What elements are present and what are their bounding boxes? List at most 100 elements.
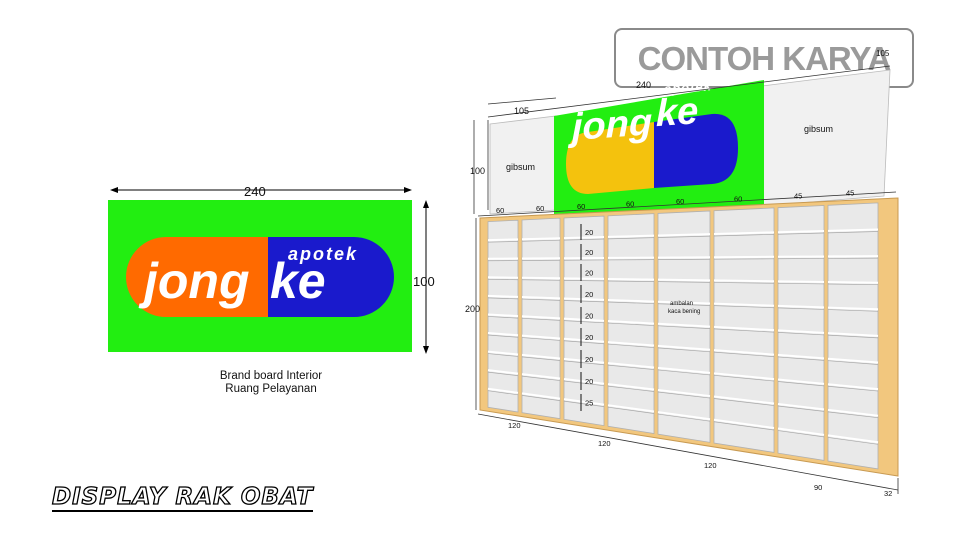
rack-shelf — [657, 411, 711, 421]
rack-shelf-edge — [657, 369, 711, 376]
rack-shelf — [713, 395, 775, 405]
rack-shelf — [657, 300, 711, 305]
rack-shelf-edge — [563, 238, 605, 241]
logo-word-right: ke — [270, 253, 326, 309]
shelf-spacing-label: 20 — [585, 269, 593, 278]
rack-shelf — [607, 341, 655, 347]
column-width-label: 60 — [496, 206, 504, 215]
shelf-spacing-label: 20 — [585, 312, 593, 321]
rack-shelf — [827, 383, 879, 391]
rack-shelf-edge — [563, 380, 605, 387]
rack-shelf — [487, 369, 519, 375]
rack-shelf — [713, 325, 775, 332]
rack-shelf — [563, 337, 605, 343]
rack-shelf-edge — [777, 232, 825, 235]
rack-shelf-edge — [521, 298, 561, 301]
rack-shelf-edge — [827, 411, 879, 419]
sign-logo-word-left: jong — [567, 101, 652, 149]
brand-board: jong ke apotek — [108, 200, 412, 352]
rack-shelf — [521, 392, 561, 400]
shelf-spacing-label: 20 — [585, 333, 593, 342]
rack-shelf-edge — [713, 398, 775, 406]
note-line-1: ambalan — [670, 301, 693, 307]
rack-shelf — [777, 427, 825, 436]
rack-shelf-edge — [521, 279, 561, 281]
rack-shelf — [713, 279, 775, 283]
rack-shelf — [777, 329, 825, 334]
note-line-2: kaca bening — [668, 309, 700, 315]
column-width-label: 60 — [626, 200, 634, 209]
rack-shelf — [521, 334, 561, 340]
rack-shelf — [563, 236, 605, 240]
rack-shelf-edge — [563, 340, 605, 345]
rack-shelf-edge — [487, 353, 519, 357]
rack-shelf — [657, 322, 711, 328]
rack-shelf-edge — [713, 305, 775, 309]
shelf-spacing-label: 20 — [585, 248, 593, 257]
rack-shelf — [827, 434, 879, 444]
rack-column-5 — [657, 210, 711, 443]
dim-top-240: 240 — [636, 80, 651, 90]
rack-shelf-edge — [521, 375, 561, 381]
rack-shelf — [563, 357, 605, 364]
rack-shelf-edge — [657, 325, 711, 329]
dim-left-100: 100 — [470, 166, 485, 176]
rack-shelf — [607, 383, 655, 391]
bottom-dimension-label: 120 — [704, 461, 717, 470]
sign-logo-word-right: ke — [656, 90, 698, 135]
board-width-label: 240 — [244, 184, 266, 199]
rack-shelf-edge — [521, 395, 561, 401]
footer-title: DISPLAY RAK OBAT — [51, 483, 314, 512]
rack-shelf-edge — [657, 235, 711, 238]
rack-shelf — [827, 228, 879, 232]
rack-shelf-edge — [777, 332, 825, 336]
rack-shelf — [777, 403, 825, 411]
rack-shelf-edge — [487, 371, 519, 376]
board-caption: Brand board Interior Ruang Pelayanan — [196, 370, 346, 396]
rack-shelf — [487, 332, 519, 337]
rack-shelf — [827, 408, 879, 417]
rack-shelf-edge — [713, 328, 775, 333]
gibsum-panel-right — [761, 69, 891, 207]
rack-shelf-edge — [657, 391, 711, 399]
rack-shelf-edge — [777, 282, 825, 285]
rack-shelf — [657, 366, 711, 374]
column-width-label: 60 — [577, 202, 585, 211]
rack-shelf-edge — [777, 307, 825, 310]
rack-shelf-edge — [487, 334, 519, 338]
sign-logo-small: apotek — [664, 78, 712, 96]
bottom-dimension-label: 120 — [598, 439, 611, 448]
column-width-label: 45 — [846, 189, 854, 198]
rack-shelf-edge — [713, 374, 775, 382]
rack-column-4 — [607, 213, 655, 434]
rack-shelf-edge — [827, 437, 879, 445]
rack-shelf — [521, 315, 561, 320]
rack-shelf — [777, 229, 825, 234]
rack-shelf-edge — [713, 233, 775, 237]
column-width-label: 60 — [676, 197, 684, 206]
rack-column-7 — [777, 205, 825, 461]
rack-column-8 — [827, 202, 879, 470]
rack-shelf-edge — [563, 320, 605, 324]
rack-shelf-edge — [607, 322, 655, 326]
column-width-label: 60 — [734, 194, 742, 203]
column-width-label: 45 — [794, 191, 802, 200]
rack-shelf — [487, 238, 519, 242]
shelf-spacing-label: 20 — [585, 228, 593, 237]
rack-shelf — [777, 353, 825, 360]
rack-shelf-edge — [607, 364, 655, 370]
dim-top-105-left: 105 — [514, 106, 529, 116]
rack-shelf — [713, 349, 775, 356]
rack-shelf-edge — [777, 356, 825, 361]
caption-line-2: Ruang Pelayanan — [225, 383, 317, 395]
rack-shelf-edge — [827, 385, 879, 392]
rack-shelf-edge — [777, 405, 825, 412]
rack-shelf-edge — [487, 297, 519, 300]
shelf-spacing-label: 20 — [585, 355, 593, 364]
shelf-spacing-label: 20 — [585, 377, 593, 386]
rack-shelf-edge — [521, 356, 561, 361]
